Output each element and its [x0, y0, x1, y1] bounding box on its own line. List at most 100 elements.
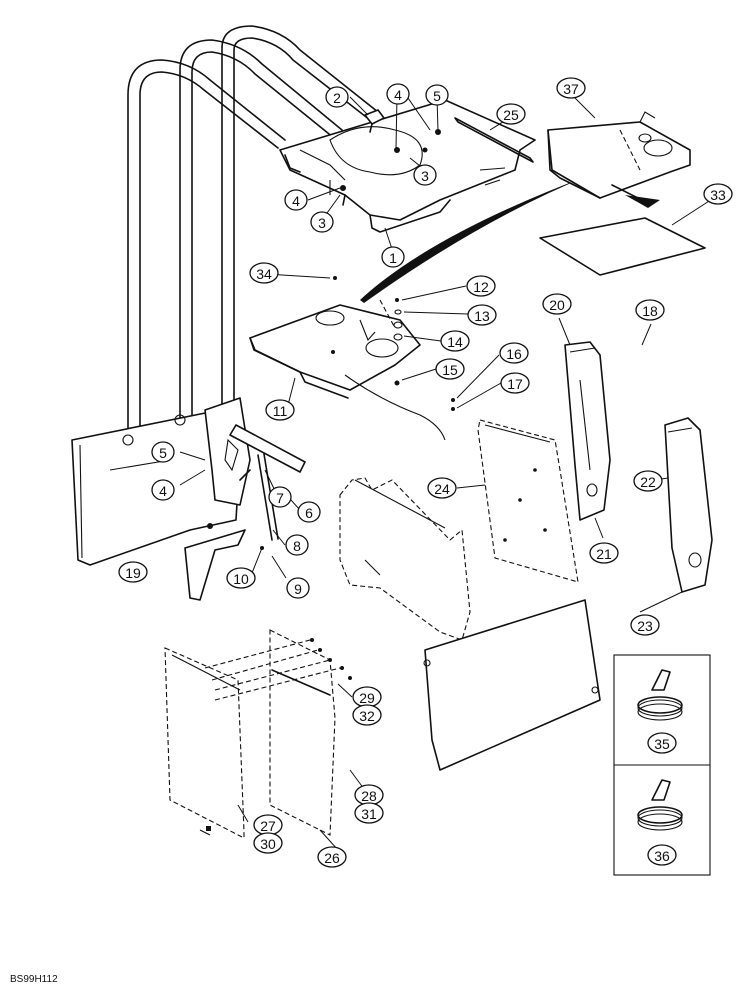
figure-code: BS99H112	[10, 974, 58, 985]
callout-c10: 10	[226, 567, 256, 589]
callout-ring	[496, 103, 526, 125]
callout-ring	[647, 732, 677, 754]
callout-ring	[284, 189, 308, 211]
lower-panel-26	[269, 629, 336, 836]
frame-panel	[339, 477, 471, 641]
callout-c31: 31	[354, 802, 384, 824]
hardware-stack	[331, 276, 455, 411]
callout-label: 11	[273, 403, 288, 419]
callout-label: 12	[473, 279, 489, 295]
callout-ring	[354, 802, 384, 824]
callout-label: 5	[433, 88, 441, 104]
callout-ring	[253, 832, 283, 854]
callout-ring	[427, 477, 457, 499]
callout-label: 3	[318, 215, 326, 231]
kit-box	[613, 654, 711, 876]
callout-label: 17	[507, 376, 523, 392]
callout-label: 1	[389, 250, 397, 266]
callout-c5a: 5	[425, 84, 449, 106]
callout-ring	[286, 577, 310, 599]
callout-label: 23	[637, 618, 653, 634]
arrow-indicator	[625, 195, 660, 208]
callout-label: 16	[506, 346, 522, 362]
callout-c4a: 4	[386, 83, 410, 105]
callout-c20: 20	[542, 293, 572, 315]
callout-ring	[317, 846, 347, 868]
callout-label: 27	[260, 818, 276, 834]
callout-label: 4	[159, 483, 167, 499]
callout-c28: 28	[354, 784, 384, 806]
callout-c37: 37	[556, 77, 586, 99]
callout-c35: 35	[647, 732, 677, 754]
callout-label: 3	[421, 168, 429, 184]
pillar-trim-20	[564, 341, 611, 521]
callout-ring	[589, 542, 619, 564]
callout-ring	[630, 614, 660, 636]
callout-label: 24	[434, 481, 450, 497]
callout-c27: 27	[253, 814, 283, 836]
callout-c4c: 4	[151, 479, 175, 501]
bracket-6	[204, 397, 251, 506]
callout-label: 18	[642, 303, 658, 319]
bolts-29	[204, 638, 352, 701]
callout-c6: 6	[297, 501, 321, 523]
callout-c16: 16	[499, 342, 529, 364]
callout-label: 15	[442, 362, 458, 378]
callouts: 1233444556789101112131415161718192021222…	[118, 77, 733, 868]
callout-c1: 1	[381, 246, 405, 268]
callout-label: 25	[503, 107, 519, 123]
callout-c33: 33	[703, 183, 733, 205]
callout-ring	[151, 479, 175, 501]
callout-ring	[635, 299, 665, 321]
callout-c11: 11	[265, 399, 295, 421]
callout-label: 36	[654, 848, 670, 864]
callout-c36: 36	[647, 844, 677, 866]
callout-label: 35	[654, 736, 670, 752]
callout-c30: 30	[253, 832, 283, 854]
callout-label: 31	[361, 806, 377, 822]
callout-c34: 34	[249, 262, 279, 284]
callout-c9: 9	[286, 577, 310, 599]
callout-label: 21	[596, 546, 612, 562]
callout-ring	[268, 486, 292, 508]
callout-ring	[310, 211, 334, 233]
callout-label: 10	[233, 571, 249, 587]
callout-ring	[352, 704, 382, 726]
callout-label: 20	[549, 297, 565, 313]
callout-label: 28	[361, 788, 377, 804]
callout-ring	[500, 372, 530, 394]
callout-ring	[556, 77, 586, 99]
callout-ring	[703, 183, 733, 205]
pillar-trim-22	[664, 417, 713, 593]
callout-ring	[381, 246, 405, 268]
callout-c21: 21	[589, 542, 619, 564]
callout-label: 4	[394, 87, 402, 103]
callout-label: 2	[333, 90, 341, 106]
callout-label: 4	[292, 193, 300, 209]
callout-ring	[226, 567, 256, 589]
callout-label: 13	[474, 308, 490, 324]
lower-bracket	[184, 529, 246, 601]
callout-c14: 14	[440, 330, 470, 352]
callout-c3b: 3	[310, 211, 334, 233]
callout-label: 26	[324, 850, 340, 866]
callout-c8: 8	[285, 534, 309, 556]
callout-ring	[647, 844, 677, 866]
callout-ring	[435, 358, 465, 380]
callout-ring	[297, 501, 321, 523]
callout-c4b: 4	[284, 189, 308, 211]
callout-ring	[542, 293, 572, 315]
callout-ring	[413, 164, 437, 186]
callout-label: 33	[710, 187, 726, 203]
callout-c13: 13	[467, 304, 497, 326]
callout-label: 5	[159, 445, 167, 461]
callout-label: 9	[294, 581, 302, 597]
callout-label: 19	[125, 565, 141, 581]
callout-c17: 17	[500, 372, 530, 394]
callout-c25: 25	[496, 103, 526, 125]
rear-wall-panel	[477, 419, 579, 583]
floor-mat	[539, 217, 706, 276]
callout-ring	[325, 86, 349, 108]
fastener-2	[364, 109, 385, 133]
callout-label: 37	[563, 81, 579, 97]
